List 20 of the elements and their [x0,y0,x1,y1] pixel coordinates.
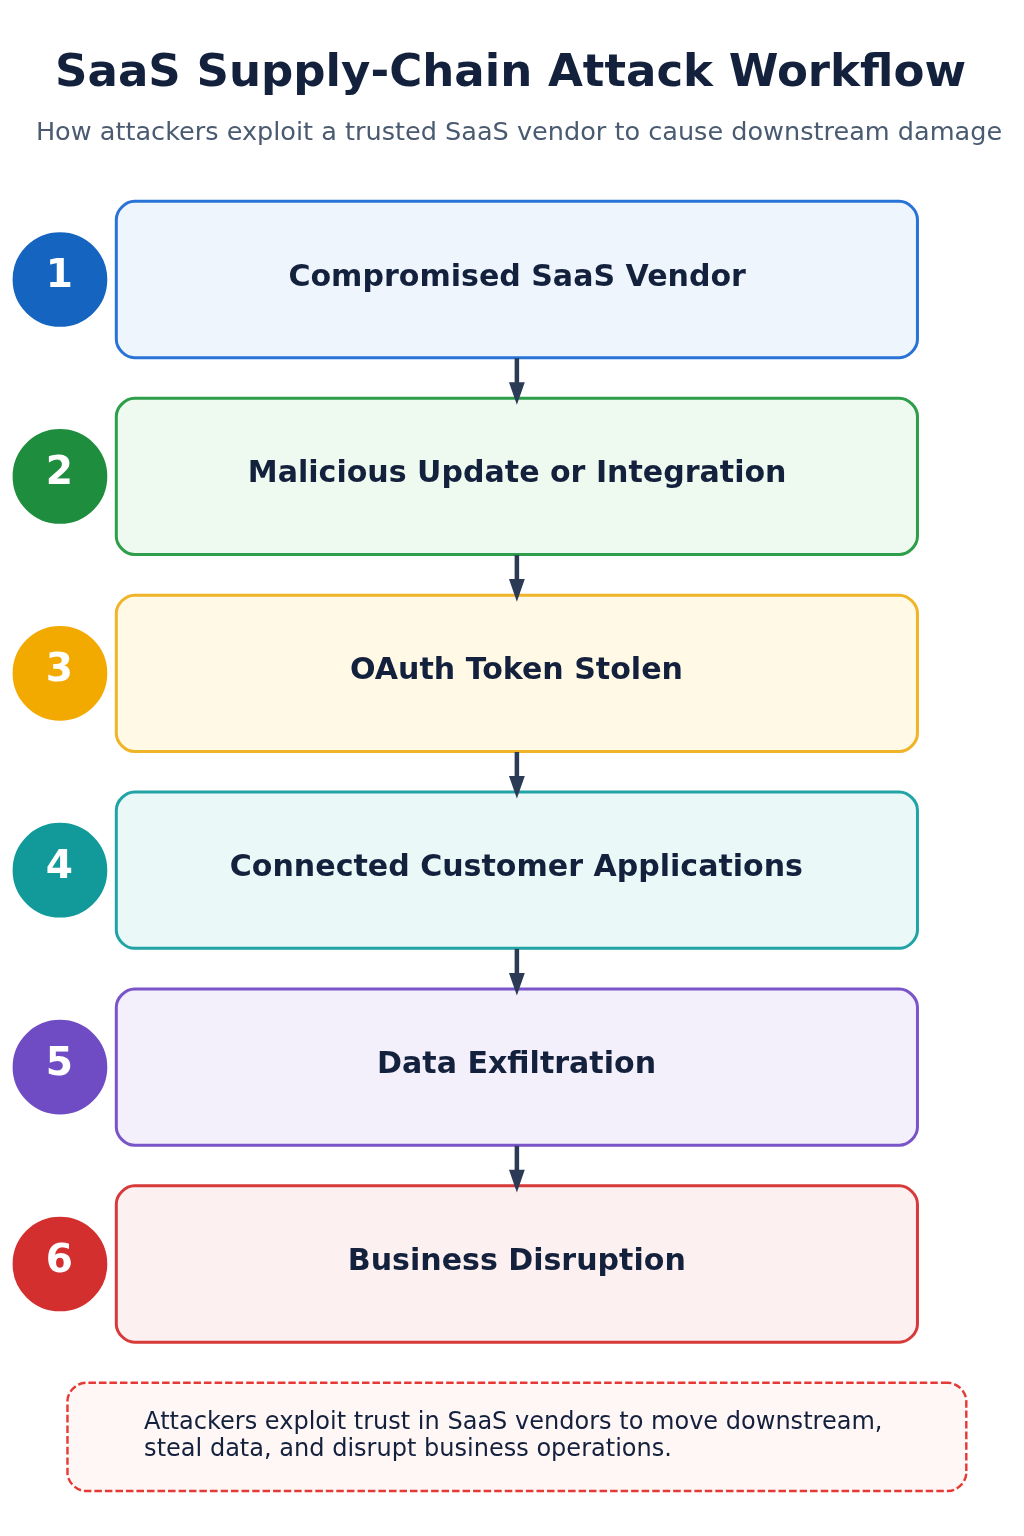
label: How attackers exploit a trusted SaaS vendor to cause downstream damage [35,115,1003,146]
arrow [508,752,525,799]
node-circle: 3 [12,625,108,721]
arrow [508,948,525,996]
node-circle: 2 [12,429,108,524]
node-circle: 4 [12,822,108,918]
node-box: Compromised SaaS Vendor [114,199,919,360]
diagram-title: SaaS Supply-Chain Attack Workflow [55,43,967,97]
node-circle: 1 [12,232,108,327]
node-box: Data Exfiltration [114,987,919,1147]
node-box: OAuth Token Stolen [114,593,919,753]
node-box: Business Disruption [114,1184,919,1344]
node-box: Connected Customer Applications [114,790,919,950]
node-circle: 5 [12,1019,108,1115]
node-circle: 6 [12,1216,108,1312]
arrow [508,1145,525,1193]
arrow [508,358,525,405]
arrow [508,555,525,602]
node-box: Attackers exploit trust in SaaS vendors to move downstream, steal data, and disrupt business operations. [66,1381,968,1493]
node-box: Malicious Update or Integration [114,396,919,557]
